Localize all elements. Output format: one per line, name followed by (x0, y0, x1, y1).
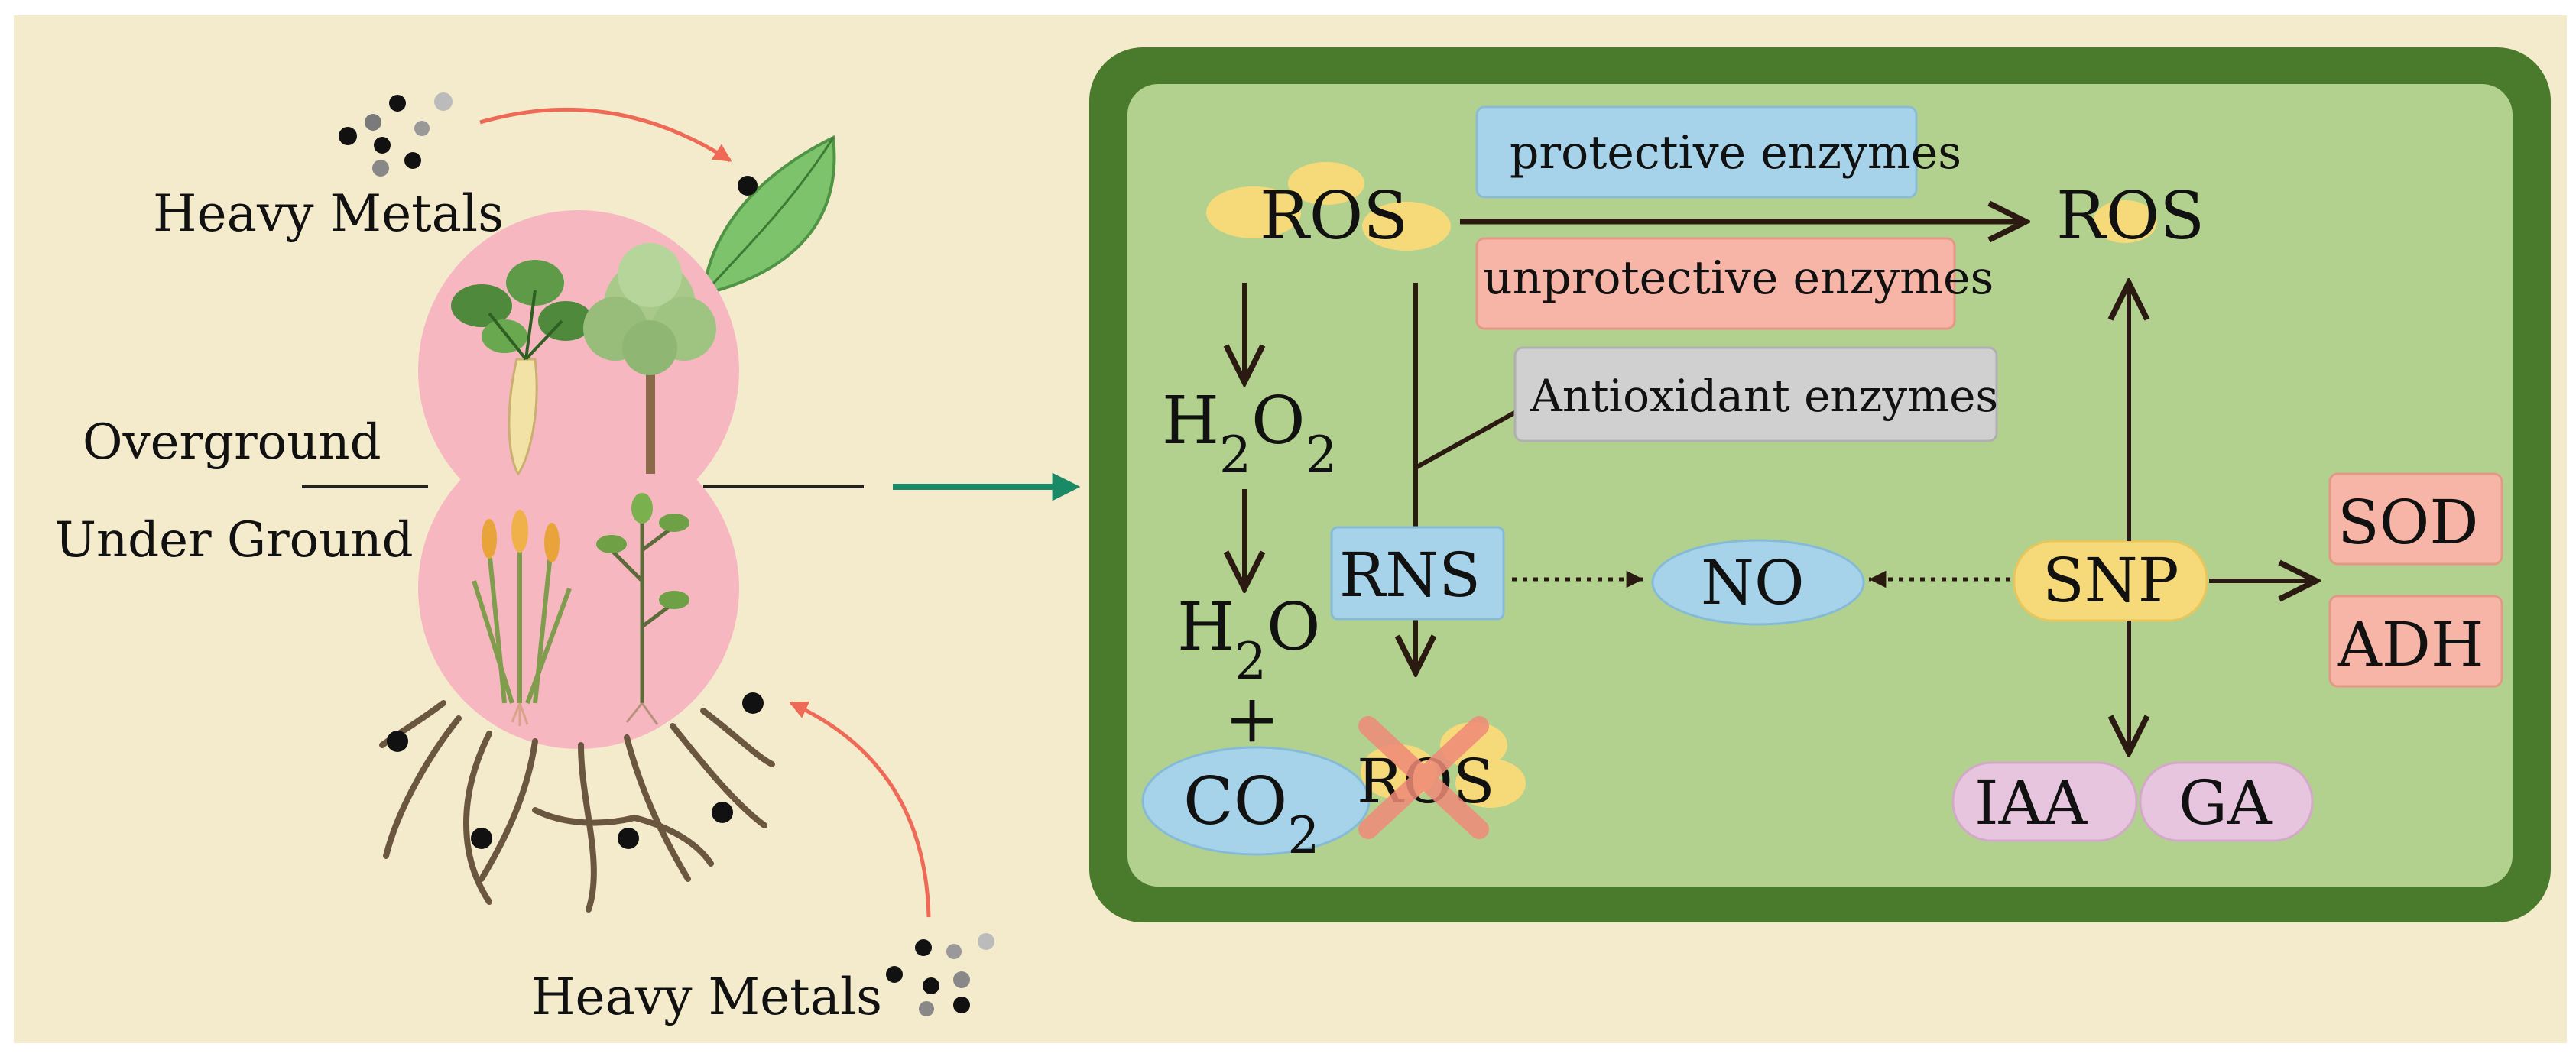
rns-label: RNS (1339, 540, 1481, 611)
svg-text:CO2: CO2 (1183, 763, 1319, 865)
metal-particles-roots-icon (387, 692, 764, 849)
h2o-h: H (1177, 589, 1234, 666)
metal-particles-top-icon (339, 92, 453, 177)
h2o2-sub2: 2 (1306, 426, 1338, 485)
metal-transfer-arrow-bottom (789, 701, 931, 918)
beet-plant-icon (451, 260, 593, 476)
overground-label: Overground (83, 414, 381, 471)
right-panel: ROS protective enzymes unprotective enzy… (1089, 47, 2551, 922)
roots-icon (379, 700, 775, 913)
sapling-icon (596, 493, 689, 725)
sod-label: SOD (2338, 487, 2479, 558)
co2-co: CO (1183, 763, 1287, 840)
snp-label: SNP (2042, 545, 2179, 616)
ros-source-label: ROS (1260, 178, 1408, 254)
antioxidant-connector (1414, 409, 1519, 470)
metal-particles-bottom-icon (886, 933, 994, 1016)
ros-source-node: ROS (1206, 162, 1451, 254)
iaa-label: IAA (1974, 767, 2088, 838)
antioxidant-enzymes-box: Antioxidant enzymes (1513, 346, 1998, 442)
co2-node: CO2 (1141, 746, 1371, 865)
h2o-sub1: 2 (1234, 632, 1267, 691)
ga-label: GA (2179, 767, 2273, 838)
panel-body (1127, 84, 2513, 887)
sod-box: SOD (2328, 472, 2503, 566)
iaa-pill: IAA (1951, 761, 2138, 842)
leaf-icon (672, 135, 836, 311)
protective-enzymes-label: protective enzymes (1510, 126, 1961, 180)
h2o2-h: H (1162, 383, 1219, 459)
left-panel: Heavy Metals Overground Under Ground (55, 92, 994, 1026)
h2o2-sub1: 2 (1219, 426, 1251, 485)
svg-text:H2O2: H2O2 (1162, 383, 1338, 485)
underground-bubble (418, 428, 739, 749)
cross-icon (1358, 716, 1489, 839)
co2-sub: 2 (1287, 806, 1319, 865)
ros-target-label: ROS (2056, 178, 2205, 254)
svg-text:H2O: H2O (1177, 589, 1321, 691)
h2o2-o: O (1251, 383, 1306, 459)
h2o-o: O (1267, 589, 1321, 666)
rns-box: RNS (1330, 526, 1505, 621)
plus-sign: + (1225, 681, 1280, 757)
h2o2-label: H2O2 (1162, 383, 1338, 485)
tree-icon (583, 243, 716, 474)
ga-pill: GA (2139, 761, 2314, 842)
protective-enzymes-box: protective enzymes (1475, 105, 1961, 199)
metal-transfer-arrow-top (479, 107, 732, 163)
no-node: NO (1651, 539, 1865, 626)
eliminated-ros-node: ROS (1357, 716, 1526, 839)
ros-target-node: ROS (2056, 178, 2205, 254)
adh-box: ADH (2328, 595, 2503, 688)
heavy-metals-label-top: Heavy Metals (153, 184, 504, 243)
wheat-icon (472, 510, 572, 726)
unprotective-enzymes-box: unprotective enzymes (1475, 237, 1994, 330)
heavy-metals-label-bottom: Heavy Metals (531, 968, 882, 1026)
under-ground-label: Under Ground (55, 512, 414, 569)
unprotective-enzymes-label: unprotective enzymes (1483, 251, 1994, 305)
h2o-label: H2O (1177, 589, 1321, 691)
antioxidant-enzymes-label: Antioxidant enzymes (1530, 370, 1998, 422)
no-label: NO (1701, 547, 1805, 618)
snp-node: SNP (2013, 540, 2208, 622)
adh-label: ADH (2337, 609, 2484, 680)
